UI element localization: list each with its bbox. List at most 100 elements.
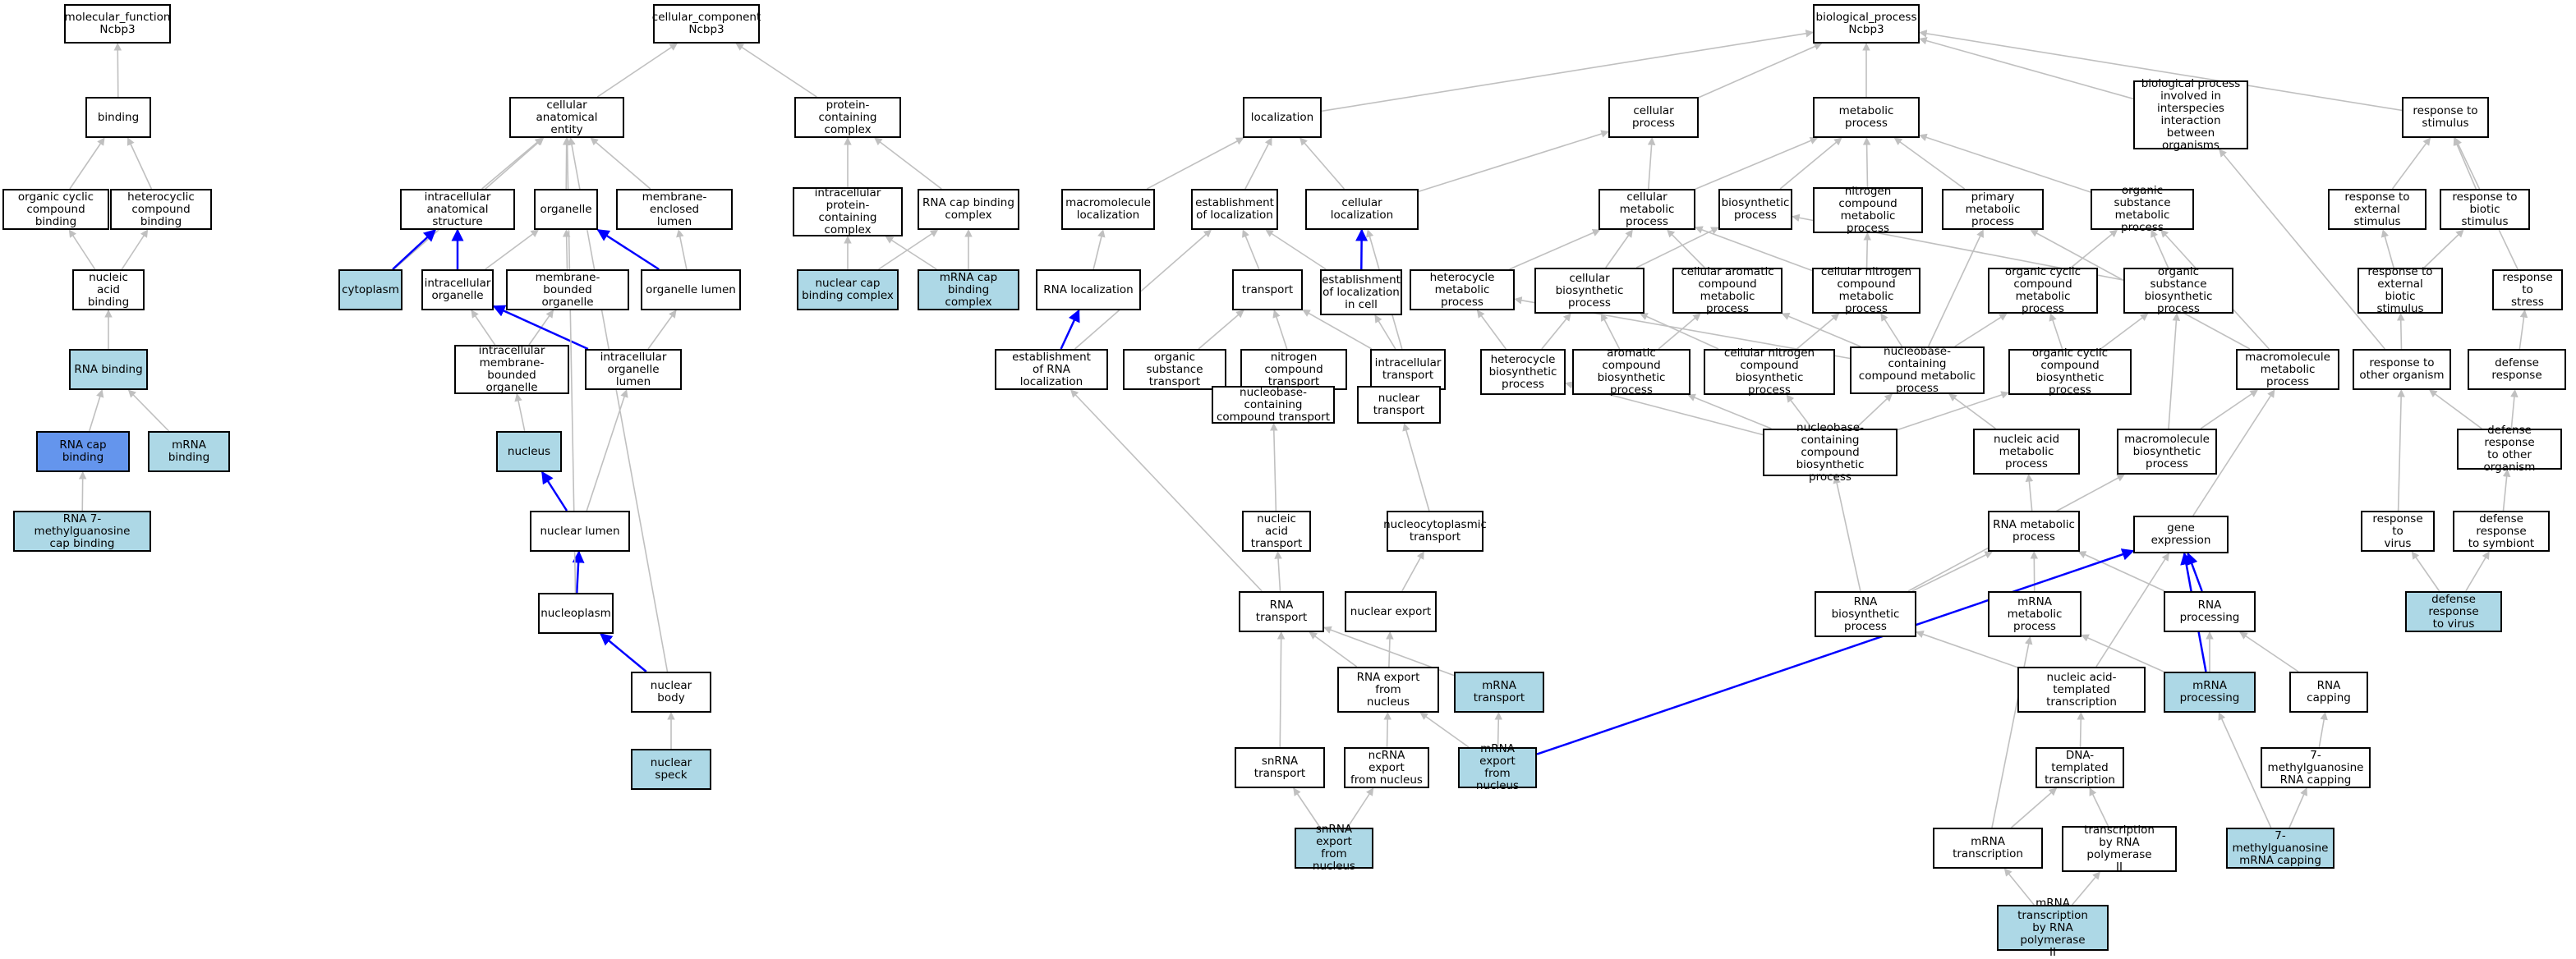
go-term-node-cyto[interactable]: cytoplasm bbox=[338, 269, 402, 310]
go-term-node-mel[interactable]: membrane-enclosed lumen bbox=[616, 189, 733, 230]
go-term-node-natt[interactable]: nucleic acid-templated transcription bbox=[2017, 667, 2146, 713]
go-term-node-m7mc[interactable]: 7-methylguanosine mRNA capping bbox=[2226, 828, 2334, 869]
go-term-node-rtbs[interactable]: response to biotic stimulus bbox=[2440, 189, 2530, 230]
go-term-node-ge[interactable]: gene expression bbox=[2133, 516, 2229, 553]
go-term-node-cl[interactable]: cellular localization bbox=[1305, 189, 1419, 230]
go-term-node-rcbc[interactable]: RNA cap binding complex bbox=[918, 189, 1019, 230]
go-term-node-pmp[interactable]: primary metabolic process bbox=[1942, 189, 2044, 230]
go-term-node-mrnatx[interactable]: mRNA transcription bbox=[1933, 828, 2043, 869]
go-term-node-mrnab[interactable]: mRNA binding bbox=[148, 431, 230, 472]
go-term-node-pcc[interactable]: protein-containing complex bbox=[794, 97, 901, 138]
go-term-node-nexp[interactable]: nuclear export bbox=[1345, 591, 1437, 632]
go-term-node-camp[interactable]: cellular aromatic compound metabolic pro… bbox=[1672, 268, 1782, 314]
go-term-node-nb[interactable]: nuclear body bbox=[631, 672, 711, 713]
go-term-node-org[interactable]: organelle bbox=[534, 189, 598, 230]
go-term-node-r7m[interactable]: RNA 7-methylguanosine cap binding bbox=[13, 511, 151, 552]
go-term-node-np[interactable]: nucleoplasm bbox=[538, 593, 614, 634]
go-term-node-ipcc[interactable]: intracellular protein-containing complex bbox=[793, 187, 903, 236]
go-term-node-rcap[interactable]: RNA capping bbox=[2289, 672, 2368, 713]
go-term-node-dr[interactable]: defense response bbox=[2468, 349, 2566, 390]
go-term-node-cncmp[interactable]: cellular nitrogen compound metabolic pro… bbox=[1812, 268, 1920, 314]
go-term-node-mrmp[interactable]: mRNA metabolic process bbox=[1988, 591, 2082, 637]
go-term-node-rnabp[interactable]: RNA biosynthetic process bbox=[1815, 591, 1916, 637]
go-term-node-ol[interactable]: organelle lumen bbox=[641, 269, 741, 310]
go-term-node-mtrp2[interactable]: mRNA transcription by RNA polymerase II bbox=[1997, 905, 2109, 951]
go-term-node-rtstress[interactable]: response to stress bbox=[2492, 269, 2563, 310]
go-term-node-mbo[interactable]: membrane-bounded organelle bbox=[506, 269, 629, 310]
go-term-node-iol[interactable]: intracellular organelle lumen bbox=[585, 349, 682, 390]
go-term-node-nbccmp[interactable]: nucleobase-containing compound metabolic… bbox=[1850, 346, 1985, 394]
go-term-node-io[interactable]: intracellular organelle bbox=[421, 269, 494, 310]
go-term-node-ias[interactable]: intracellular anatomical structure bbox=[400, 189, 515, 230]
go-term-node-ntr[interactable]: nuclear transport bbox=[1357, 386, 1441, 424]
go-term-node-hcb[interactable]: heterocyclic compound binding bbox=[110, 189, 212, 230]
go-term-node-ncbc[interactable]: nuclear cap binding complex bbox=[797, 269, 899, 310]
go-term-node-acbp[interactable]: aromatic compound biosynthetic process bbox=[1572, 349, 1690, 395]
go-term-node-drtoo[interactable]: defense response to other organism bbox=[2457, 429, 2562, 470]
go-term-node-cp[interactable]: cellular process bbox=[1608, 97, 1699, 138]
go-term-node-mp[interactable]: metabolic process bbox=[1813, 97, 1920, 138]
go-term-node-hmp[interactable]: heterocycle metabolic process bbox=[1410, 269, 1515, 310]
go-term-node-erl[interactable]: establishment of RNA localization bbox=[995, 349, 1108, 390]
go-term-node-elic[interactable]: establishment of localization in cell bbox=[1320, 269, 1402, 315]
go-term-node-ost[interactable]: organic substance transport bbox=[1123, 349, 1226, 390]
go-term-node-rts[interactable]: response to stimulus bbox=[2402, 97, 2489, 138]
go-term-node-ncexp[interactable]: ncRNA export from nucleus bbox=[1344, 747, 1429, 788]
go-term-node-m7rc[interactable]: 7-methylguanosine RNA capping bbox=[2261, 747, 2371, 788]
go-term-node-rnaloc[interactable]: RNA localization bbox=[1036, 269, 1141, 310]
go-term-node-drtv[interactable]: defense response to virus bbox=[2405, 591, 2502, 632]
go-term-node-nbccbp[interactable]: nucleobase-containing compound biosynthe… bbox=[1763, 429, 1898, 476]
go-term-node-cc[interactable]: cellular_component Ncbp3 bbox=[653, 4, 760, 44]
go-term-node-ml[interactable]: macromolecule localization bbox=[1061, 189, 1155, 230]
go-term-node-rtoo[interactable]: response to other organism bbox=[2353, 349, 2451, 390]
go-term-node-occmp[interactable]: organic cyclic compound metabolic proces… bbox=[1988, 268, 2098, 314]
go-term-node-trp2[interactable]: transcription by RNA polymerase II bbox=[2062, 826, 2177, 872]
go-term-node-hbp[interactable]: heterocycle biosynthetic process bbox=[1480, 349, 1566, 395]
go-term-node-transport[interactable]: transport bbox=[1232, 269, 1303, 310]
go-term-node-nctr[interactable]: nucleocytoplasmic transport bbox=[1387, 511, 1484, 552]
go-term-node-osmp[interactable]: organic substance metabolic process bbox=[2091, 189, 2194, 230]
go-term-node-rnat[interactable]: RNA transport bbox=[1239, 591, 1324, 632]
go-term-node-mcbc[interactable]: mRNA cap binding complex bbox=[918, 269, 1019, 310]
go-term-node-cae[interactable]: cellular anatomical entity bbox=[509, 97, 624, 138]
go-term-node-loc[interactable]: localization bbox=[1243, 97, 1322, 138]
go-term-node-rtv[interactable]: response to virus bbox=[2361, 511, 2435, 552]
go-term-node-eloc[interactable]: establishment of localization bbox=[1191, 189, 1278, 230]
go-term-node-namp[interactable]: nucleic acid metabolic process bbox=[1973, 429, 2080, 475]
go-term-node-osbp[interactable]: organic substance biosynthetic process bbox=[2123, 268, 2233, 314]
go-term-node-nl[interactable]: nuclear lumen bbox=[530, 511, 630, 552]
go-term-node-mf[interactable]: molecular_function Ncbp3 bbox=[64, 4, 171, 44]
go-term-node-ns[interactable]: nuclear speck bbox=[631, 749, 711, 790]
go-term-node-nct[interactable]: nitrogen compound transport bbox=[1240, 349, 1347, 390]
go-term-node-snefn[interactable]: snRNA export from nucleus bbox=[1295, 828, 1373, 869]
go-term-node-mmp[interactable]: macromolecule metabolic process bbox=[2236, 349, 2339, 390]
go-term-node-occbp[interactable]: organic cyclic compound biosynthetic pro… bbox=[2008, 349, 2132, 395]
go-term-node-rtes[interactable]: response to external stimulus bbox=[2328, 189, 2426, 230]
go-term-node-ocb[interactable]: organic cyclic compound binding bbox=[2, 189, 109, 230]
go-term-node-mefn[interactable]: mRNA export from nucleus bbox=[1458, 747, 1537, 788]
go-term-node-bsp[interactable]: biosynthetic process bbox=[1718, 189, 1792, 230]
go-term-node-rcb[interactable]: RNA cap binding bbox=[36, 431, 130, 472]
go-term-node-cncbp[interactable]: cellular nitrogen compound biosynthetic … bbox=[1704, 349, 1835, 395]
go-term-node-ncmp[interactable]: nitrogen compound metabolic process bbox=[1813, 187, 1923, 233]
go-term-node-nbcct[interactable]: nucleobase-containing compound transport bbox=[1212, 386, 1335, 424]
go-term-node-bp[interactable]: biological_process Ncbp3 bbox=[1813, 4, 1920, 44]
go-term-node-nab[interactable]: nucleic acid binding bbox=[72, 269, 145, 310]
go-term-node-mrnaproc[interactable]: mRNA processing bbox=[2164, 672, 2256, 713]
go-term-node-binding[interactable]: binding bbox=[85, 97, 151, 138]
go-term-node-it[interactable]: intracellular transport bbox=[1370, 349, 1446, 390]
go-term-node-bpii[interactable]: biological process involved in interspec… bbox=[2133, 80, 2248, 149]
go-term-node-rnaproc[interactable]: RNA processing bbox=[2164, 591, 2256, 632]
go-term-node-nat[interactable]: nucleic acid transport bbox=[1242, 511, 1311, 552]
go-term-node-imbo[interactable]: intracellular membrane-bounded organelle bbox=[454, 345, 569, 394]
go-term-node-snt[interactable]: snRNA transport bbox=[1235, 747, 1325, 788]
go-term-node-mbp[interactable]: macromolecule biosynthetic process bbox=[2117, 429, 2217, 475]
go-term-node-rtebs[interactable]: response to external biotic stimulus bbox=[2358, 268, 2443, 314]
go-term-node-dtt[interactable]: DNA-templated transcription bbox=[2036, 747, 2124, 788]
go-term-node-cbp[interactable]: cellular biosynthetic process bbox=[1534, 268, 1644, 314]
go-term-node-mrnat[interactable]: mRNA transport bbox=[1454, 672, 1544, 713]
go-term-node-drts[interactable]: defense response to symbiont bbox=[2453, 511, 2550, 552]
go-term-node-rnab[interactable]: RNA binding bbox=[69, 349, 148, 390]
go-term-node-nuc[interactable]: nucleus bbox=[496, 431, 562, 472]
go-term-node-rmp[interactable]: RNA metabolic process bbox=[1988, 511, 2080, 552]
